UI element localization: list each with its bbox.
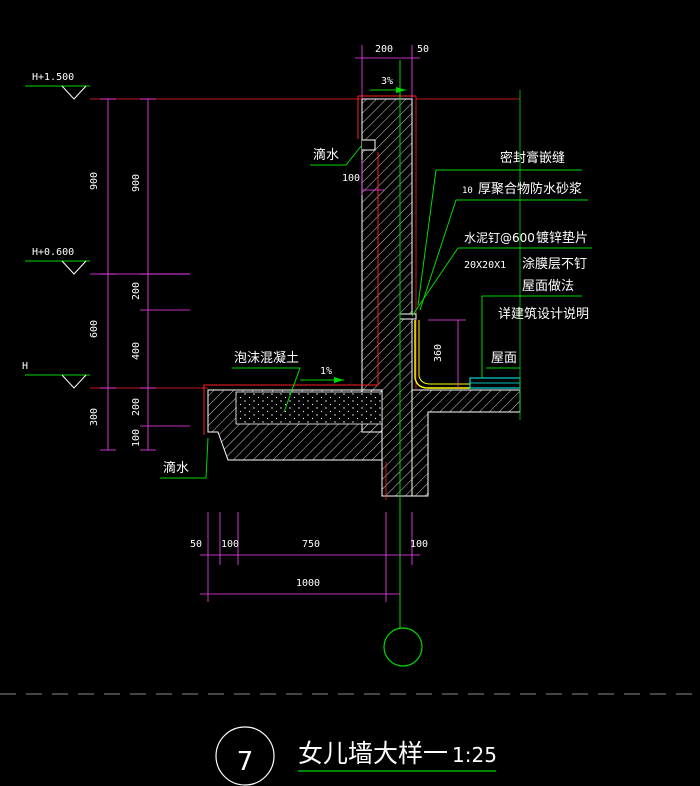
dim-900-inner: 900 xyxy=(131,174,142,192)
axis-bubble xyxy=(383,627,423,667)
elevation-marks: H+1.500 H+0.600 H xyxy=(22,72,90,389)
foam-callout: 泡沫混凝土 1% xyxy=(232,350,344,413)
slope-1-percent: 1% xyxy=(320,366,332,377)
elevation-mid: H+0.600 xyxy=(25,247,90,275)
membrane xyxy=(414,320,470,389)
mortar-thickness: 10 xyxy=(462,186,473,196)
left-dimension-text: 900 900 200 600 400 300 200 100 xyxy=(89,172,142,447)
drip-top-label: 滴水 xyxy=(313,147,339,163)
slope-3-percent: 3% xyxy=(381,76,393,87)
nail-label: 水泥钉@600 xyxy=(464,231,535,245)
elevation-base: H xyxy=(22,361,90,389)
roof-label: 屋面 xyxy=(491,351,517,366)
washer xyxy=(399,313,417,320)
dim-200-upper: 200 xyxy=(131,282,142,300)
dim-600: 600 xyxy=(89,320,100,338)
coating-label: 涂膜层不钉 xyxy=(522,256,587,272)
right-callouts: 密封膏嵌缝 10 厚聚合物防水砂浆 水泥钉@600 镀锌垫片 20X20X1 涂… xyxy=(411,150,592,388)
dim-750: 750 xyxy=(302,539,320,550)
structure xyxy=(203,95,521,500)
foam-concrete-label: 泡沫混凝土 xyxy=(234,350,299,366)
dim-200-top: 200 xyxy=(375,44,393,55)
dim-50-top: 50 xyxy=(417,44,429,55)
dim-100-drip: 100 xyxy=(342,173,360,184)
roof-method-label: 屋面做法 xyxy=(522,279,574,294)
drip-bottom-callout: 滴水 xyxy=(160,437,209,479)
elevation-base-text: H xyxy=(22,361,28,372)
elevation-top-text: H+1.500 xyxy=(32,72,74,83)
elevation-mid-text: H+0.600 xyxy=(32,247,74,258)
washer-label: 镀锌垫片 xyxy=(536,230,588,246)
sealant-label: 密封膏嵌缝 xyxy=(500,150,565,166)
mortar-label: 厚聚合物防水砂浆 xyxy=(478,181,582,197)
washer-size-label: 20X20X1 xyxy=(464,260,506,271)
title-text: 女儿墙大样一 xyxy=(298,739,448,768)
left-dimensions xyxy=(100,98,190,451)
drip-top-callout: 滴水 100 xyxy=(310,144,384,195)
dim-400: 400 xyxy=(131,342,142,360)
see-notes-label: 详建筑设计说明 xyxy=(498,306,589,322)
detail-number: 7 xyxy=(237,747,254,777)
dim-100-bottom-b: 100 xyxy=(410,539,428,550)
top-dimensions: 200 50 3% xyxy=(355,44,429,99)
detail-number-circle xyxy=(215,726,275,786)
dim-100-bottom-a: 100 xyxy=(221,539,239,550)
drip-bottom-label: 滴水 xyxy=(163,460,189,476)
dim-900-outer: 900 xyxy=(89,172,100,190)
dim-100-left: 100 xyxy=(131,429,142,447)
dim-360: 360 xyxy=(433,344,444,362)
title-scale: 1:25 xyxy=(452,743,497,767)
elevation-top: H+1.500 xyxy=(25,72,90,100)
drawing-title: 7 女儿墙大样一 1:25 xyxy=(215,726,497,786)
dim-50-bottom: 50 xyxy=(190,539,202,550)
parapet-drip-notch xyxy=(362,139,376,151)
dim-300: 300 xyxy=(89,408,100,426)
dim-1000: 1000 xyxy=(296,578,320,589)
bottom-dimensions: 50 100 750 100 1000 xyxy=(190,512,428,602)
dim-200-lower: 200 xyxy=(131,398,142,416)
